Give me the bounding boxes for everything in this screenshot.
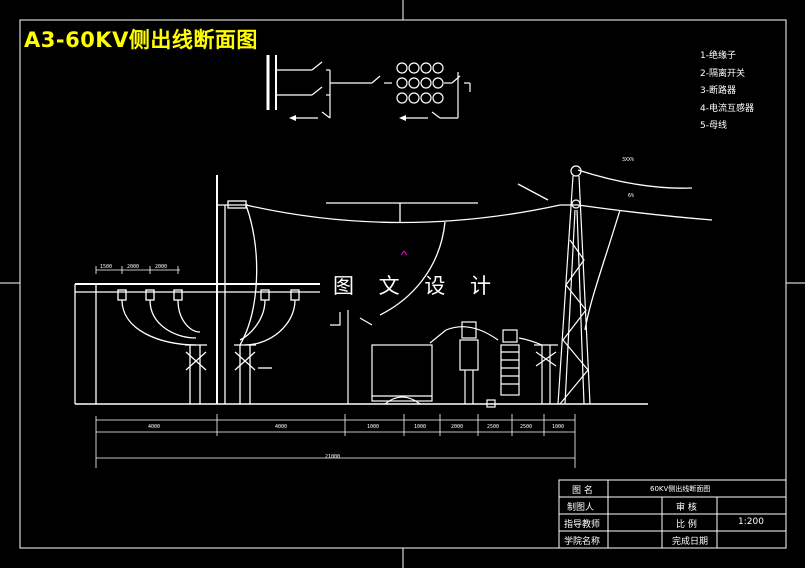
- tb-date-label: 完成日期: [672, 537, 709, 547]
- dim-label: 2500: [520, 424, 533, 430]
- legend-item: 4-电流互感器: [700, 103, 754, 114]
- tb-school-label: 学院名称: [564, 537, 601, 547]
- title-block-grid: [558, 479, 787, 549]
- legend-item: 1-绝缘子: [700, 51, 736, 61]
- drawing-title: A3-60KV侧出线断面图: [24, 28, 258, 52]
- legend-item: 2-隔离开关: [700, 68, 745, 79]
- dim-label: 2000: [127, 264, 140, 270]
- tb-drafter-label: 制图人: [567, 503, 595, 513]
- wiring-schematic: [266, 55, 471, 119]
- dim-label: 4000: [275, 424, 288, 430]
- dim-label: 1000: [414, 424, 427, 430]
- tb-name-label: 图 名: [572, 486, 593, 496]
- origin-mark: [400, 250, 408, 256]
- busbar-gantry: [74, 175, 320, 404]
- tb-review-label: 审 核: [676, 503, 697, 513]
- wire-label: 6%: [628, 193, 635, 199]
- watermark-text: 图 文 设 计: [333, 274, 501, 298]
- dim-label: 1000: [367, 424, 380, 430]
- legend-item: 3-断路器: [700, 86, 736, 96]
- overhead-conductors: [245, 169, 713, 331]
- tb-scale-value: 1:200: [738, 517, 764, 527]
- dim-label: 4000: [148, 424, 161, 430]
- wire-label: 3XX%: [622, 157, 635, 163]
- dim-label: 2000: [451, 424, 464, 430]
- breaker-equipment: [330, 310, 558, 408]
- tb-scale-label: 比 例: [676, 520, 697, 530]
- line-tower: [557, 165, 591, 405]
- dim-label: 1500: [100, 264, 113, 270]
- component-legend: 1-绝缘子 2-隔离开关 3-断路器 4-电流互感器 5-母线: [700, 48, 754, 136]
- dim-label: 1000: [552, 424, 565, 430]
- dim-label: 2500: [487, 424, 500, 430]
- tb-advisor-label: 指导教师: [564, 520, 601, 530]
- arrow-marks: [289, 115, 406, 121]
- dim-total-label: 21000: [325, 454, 341, 460]
- legend-item: 5-母线: [700, 121, 727, 131]
- dimension-lines: [74, 266, 576, 468]
- dim-label: 2000: [155, 264, 168, 270]
- tb-name-value: 60KV侧出线断面图: [650, 485, 711, 493]
